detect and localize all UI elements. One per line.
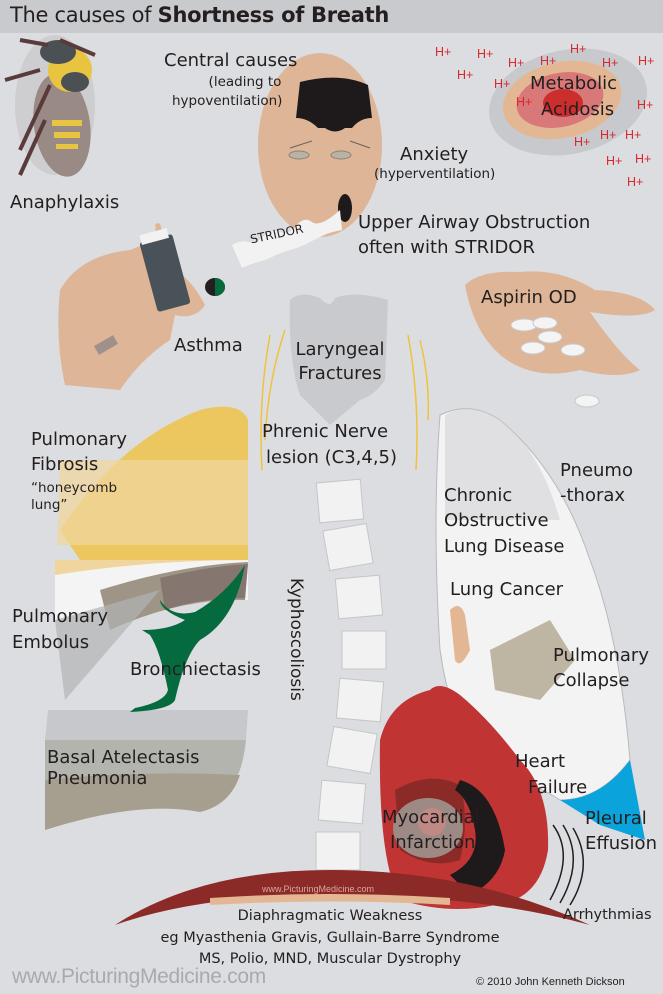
title-bar [0,0,663,33]
label-upper-airway-sub: often with STRIDOR [358,237,535,258]
bronchi-icon [130,565,245,712]
label-kyphoscoliosis: Kyphoscoliosis [286,578,306,701]
label-lung: lung” [31,497,68,513]
label-upper-airway: Upper Airway Obstruction [358,212,591,233]
right-lung-icon [435,408,645,840]
label-heart: Heart [515,751,566,772]
label-effusion: Effusion [585,833,657,854]
label-acidosis: Acidosis [541,99,615,120]
aspirin-hand-icon [465,271,655,408]
arrhythmia-waves-icon [549,824,584,906]
hydrogen-ion-label: H+ [477,47,494,61]
heart-icon [379,686,549,909]
acidosis-target-icon [489,48,647,156]
label-fibrosis: Fibrosis [31,454,99,475]
label-arrhythmias: Arrhythmias [563,907,652,923]
label-pulmonary-collapse: Pulmonary [553,645,649,666]
stridor-airflow-icon [232,210,342,268]
hydrogen-ion-label: H+ [516,95,533,109]
label-pulmonary-fibrosis: Pulmonary [31,429,127,450]
head-icon [258,53,382,237]
hydrogen-ion-label: H+ [494,77,511,91]
label-lung-cancer: Lung Cancer [450,579,564,600]
hydrogen-ion-label: H+ [570,42,587,56]
label-metabolic: Metabolic [530,73,618,94]
label-copd-obstructive: Obstructive [444,510,549,531]
left-lung-icon [45,406,248,830]
label-embolus: Embolus [12,632,90,653]
label-copd-disease: Lung Disease [444,536,565,557]
larynx-icon [289,294,388,425]
label-copd-chronic: Chronic [444,485,513,506]
page-title: The causes of Shortness of Breath [10,3,389,27]
label-anxiety-sub: (hyperventilation) [374,166,496,182]
label-phrenic-sub: lesion (C3,4,5) [266,447,398,468]
label-central-sub2: hypoventilation) [172,93,283,109]
hydrogen-ion-label: H+ [625,128,642,142]
label-infarction: Infarction [390,832,476,853]
diaphragm-watermark: www.PicturingMedicine.com [262,884,375,894]
hydrogen-ion-label: H+ [435,45,452,59]
hydrogen-ion-label: H+ [457,68,474,82]
bee-icon [4,35,96,177]
label-pulmonary-embolus: Pulmonary [12,606,108,627]
label-diaphragm-examples1: eg Myasthenia Gravis, Gullain-Barre Synd… [160,930,500,946]
label-collapse: Collapse [553,670,630,691]
label-pleural: Pleural [585,808,647,829]
hydrogen-ion-label: H+ [602,56,619,70]
label-diaphragmatic-weakness: Diaphragmatic Weakness [237,908,423,924]
label-pneumonia: Pneumonia [47,768,148,789]
title-emphasis: Shortness of Breath [157,3,390,27]
hydrogen-ion-label: H+ [600,128,617,142]
hydrogen-ion-label: H+ [627,175,644,189]
hydrogen-ion-label: H+ [637,98,654,112]
hydrogen-ion-label: H+ [508,56,525,70]
hydrogen-ion-label: H+ [635,152,652,166]
footer-copyright: © 2010 John Kenneth Dickson [476,976,625,988]
label-diaphragm-examples2: MS, Polio, MND, Muscular Dystrophy [198,951,462,967]
label-bronchiectasis: Bronchiectasis [130,659,261,680]
hydrogen-ion-label: H+ [606,154,623,168]
label-fractures: Fractures [298,363,382,384]
label-anxiety: Anxiety [400,144,469,165]
label-laryngeal: Laryngeal [295,339,385,360]
hydrogen-ion-label: H+ [540,54,557,68]
hydrogen-ion-label: H+ [638,54,655,68]
title-prefix: The causes of [10,3,152,27]
label-thorax: -thorax [560,485,626,506]
label-phrenic: Phrenic Nerve [262,421,389,442]
label-failure: Failure [528,777,588,798]
label-anaphylaxis: Anaphylaxis [10,192,120,213]
footer-website: www.PicturingMedicine.com [12,965,266,988]
label-pneumothorax: Pneumo [560,460,633,481]
label-basal-atelectasis: Basal Atelectasis [47,747,200,768]
label-myocardial: Myocardial [382,807,480,828]
hand-inhaler-icon [58,223,225,390]
label-central-sub1: (leading to [208,74,282,90]
label-honeycomb: “honeycomb [31,480,118,496]
label-aspirin-od: Aspirin OD [481,287,577,308]
diaphragm-icon [115,870,590,925]
label-central-causes: Central causes [164,50,298,71]
spine-icon [315,478,387,871]
hydrogen-ion-label: H+ [574,135,591,149]
label-asthma: Asthma [174,335,243,356]
